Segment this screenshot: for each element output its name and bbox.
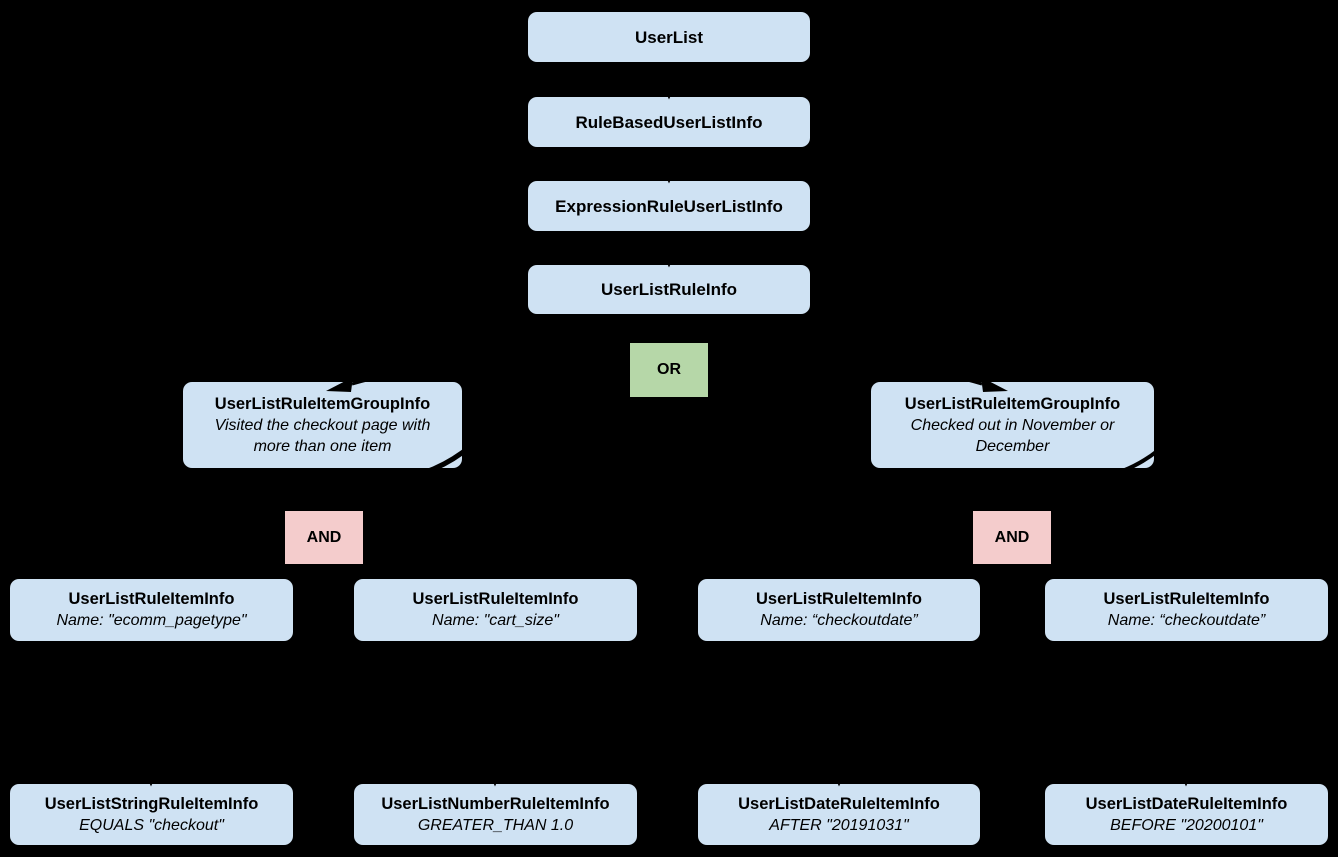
node-ruleitem-checkoutdate-1-name: Name: “checkoutdate” <box>760 612 918 629</box>
node-ruleitem-ecomm-pagetype-name: Name: "ecomm_pagetype" <box>56 612 247 629</box>
connector-and-right-to-item-2 <box>842 562 1014 579</box>
node-userlist: UserList <box>528 12 810 62</box>
node-ruleitemgroup-right: UserListRuleItemGroupInfo Checked out in… <box>871 382 1154 468</box>
node-dateruleitem-after-title: UserListDateRuleItemInfo <box>738 794 940 813</box>
node-userlistruleinfo: UserListRuleInfo <box>528 265 810 314</box>
node-dateruleitem-before: UserListDateRuleItemInfo BEFORE "2020010… <box>1045 784 1328 845</box>
arrow-userlistrule-to-group-right <box>667 315 983 386</box>
node-expressionruleuserlistinfo-label: ExpressionRuleUserListInfo <box>555 196 783 216</box>
node-ruleitem-checkoutdate-2: UserListRuleItemInfo Name: “checkoutdate… <box>1045 579 1328 641</box>
node-ruleitemgroup-left-description: Visited the checkout page with more than… <box>214 416 431 455</box>
node-userlistruleinfo-label: UserListRuleInfo <box>600 280 738 299</box>
connector-group-left-to-and <box>320 467 325 510</box>
operator-and-right-label: AND <box>994 528 1030 546</box>
operator-or-label: OR <box>657 361 681 378</box>
connector-and-left-to-item-0 <box>154 562 326 579</box>
node-ruleitem-checkoutdate-2-name: Name: “checkoutdate” <box>1107 612 1266 629</box>
node-dateruleitem-before-condition: BEFORE "20200101" <box>1110 816 1263 834</box>
operator-or: OR <box>630 343 708 397</box>
node-stringruleitem: UserListStringRuleItemInfo EQUALS "check… <box>10 784 293 845</box>
node-stringruleitem-condition: EQUALS "checkout" <box>79 816 224 834</box>
connector-and-left-to-item-1 <box>322 562 493 579</box>
operator-and-left-label: AND <box>306 528 342 546</box>
node-rulebaseduserlistinfo: RuleBasedUserListInfo <box>528 97 810 147</box>
node-dateruleitem-after: UserListDateRuleItemInfo AFTER "20191031… <box>698 784 980 845</box>
node-ruleitem-checkoutdate-1-title: UserListRuleItemInfo <box>756 590 922 608</box>
node-ruleitemgroup-left-title: UserListRuleItemGroupInfo <box>214 394 431 413</box>
operator-and-right: AND <box>973 511 1051 564</box>
node-ruleitem-checkoutdate-1: UserListRuleItemInfo Name: “checkoutdate… <box>698 579 980 641</box>
node-ruleitemgroup-right-title: UserListRuleItemGroupInfo <box>904 394 1121 413</box>
node-dateruleitem-before-title: UserListDateRuleItemInfo <box>1085 794 1288 813</box>
node-dateruleitem-after-condition: AFTER "20191031" <box>769 816 909 834</box>
node-ruleitem-cart-size-name: Name: "cart_size" <box>432 612 559 629</box>
node-ruleitem-ecomm-pagetype-title: UserListRuleItemInfo <box>68 590 235 608</box>
node-numberruleitem: UserListNumberRuleItemInfo GREATER_THAN … <box>354 784 637 845</box>
operator-and-left: AND <box>285 511 363 564</box>
connector-and-right-to-item-3 <box>1010 562 1185 579</box>
node-ruleitemgroup-right-description: Checked out in November or December <box>910 416 1115 455</box>
node-rulebaseduserlistinfo-label: RuleBasedUserListInfo <box>575 112 763 132</box>
node-numberruleitem-title: UserListNumberRuleItemInfo <box>381 794 610 813</box>
node-userlist-label: UserList <box>634 27 704 47</box>
node-ruleitemgroup-left: UserListRuleItemGroupInfo Visited the ch… <box>183 382 462 468</box>
node-ruleitem-cart-size-title: UserListRuleItemInfo <box>412 590 579 608</box>
node-ruleitem-ecomm-pagetype: UserListRuleItemInfo Name: "ecomm_pagety… <box>10 579 293 641</box>
node-ruleitem-checkoutdate-2-title: UserListRuleItemInfo <box>1103 590 1270 608</box>
node-stringruleitem-title: UserListStringRuleItemInfo <box>44 794 259 813</box>
node-ruleitem-cart-size: UserListRuleItemInfo Name: "cart_size" <box>354 579 637 641</box>
node-numberruleitem-condition: GREATER_THAN 1.0 <box>417 816 574 834</box>
node-expressionruleuserlistinfo: ExpressionRuleUserListInfo <box>528 181 810 231</box>
arrow-userlistrule-to-group-left <box>351 315 671 386</box>
